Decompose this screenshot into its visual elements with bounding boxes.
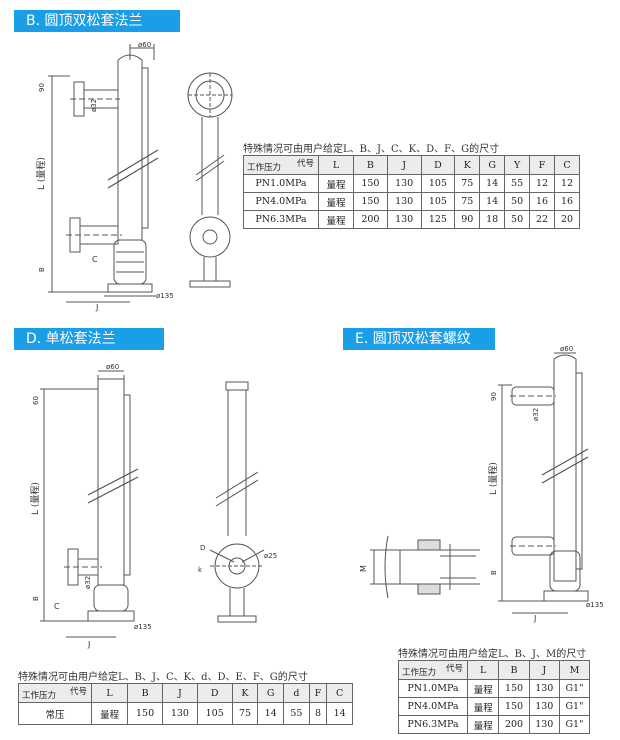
b-phi135: ø135 — [156, 292, 174, 300]
table-d-header-cell: B — [127, 683, 163, 703]
table-b-header-cell: L — [317, 155, 355, 175]
drawing-d-side: D k ø25 — [198, 381, 277, 623]
e-phi60: ø60 — [560, 345, 573, 353]
table-b-header-cell: D — [420, 155, 456, 175]
table-e-corner: 代号工作压力 — [398, 660, 468, 680]
table-e-header-cell: J — [528, 660, 560, 680]
table-d-header-cell: D — [196, 683, 233, 703]
table-d-header-cell: G — [257, 683, 285, 703]
table-b-header-cell: B — [353, 155, 388, 175]
table-b-header-cell: C — [553, 155, 581, 175]
b-phi60: ø60 — [138, 41, 151, 49]
section-b-header: B. 圆顶双松套法兰 — [14, 10, 180, 32]
d-dimC: C — [54, 602, 60, 611]
table-b-header-cell: Y — [504, 155, 531, 175]
d-dimL: L (量程) — [30, 482, 41, 515]
e-dimM: M — [359, 565, 368, 572]
d-dimD: D — [200, 544, 205, 552]
b-dimJ: J — [95, 303, 98, 312]
table-b-header-cell: G — [479, 155, 506, 175]
table-d-header-cell: J — [161, 683, 198, 703]
table-b-corner: 代号工作压力 — [243, 155, 319, 175]
table-d-header-cell: d — [283, 683, 310, 703]
table-d-header-cell: F — [308, 683, 328, 703]
table-e-note: 特殊情况可由用户给定L、B、J、M的尺寸 — [398, 649, 587, 660]
b-dim90: 90 — [38, 83, 46, 92]
b-dimB: B — [38, 267, 46, 272]
d-dimJ: J — [87, 640, 90, 649]
section-e-header: E. 圆顶双松套螺纹 — [343, 328, 495, 350]
e-dim90: 90 — [490, 392, 498, 401]
table-b-note: 特殊情况可由用户给定L、B、J、C、K、D、F、G的尺寸 — [243, 144, 500, 155]
table-d-corner: 代号工作压力 — [18, 683, 92, 703]
d-phi25: ø25 — [264, 552, 277, 560]
table-d-header-cell: K — [231, 683, 259, 703]
b-phi32: ø32 — [90, 99, 98, 112]
e-phi135: ø135 — [586, 601, 604, 609]
drawing-e: ø60 90 ø32 L (量程) B J ø135 — [488, 345, 604, 623]
table-b-header-cell: J — [386, 155, 422, 175]
table-b-header-cell: F — [529, 155, 555, 175]
e-dimJ: J — [533, 614, 536, 623]
e-dimB: B — [490, 570, 498, 575]
e-dimL: L (量程) — [488, 462, 499, 495]
drawing-b: ø60 ø32 90 L (量程) B C J ø135 — [36, 41, 174, 312]
b-dimC: C — [92, 255, 98, 264]
table-e-header-cell: L — [466, 660, 500, 680]
b-dimL: L (量程) — [36, 157, 47, 190]
e-phi32: ø32 — [532, 408, 540, 421]
d-dim60: 60 — [32, 396, 40, 405]
drawing-d: ø60 60 L (量程) B ø32 C J ø135 — [30, 363, 152, 649]
table-d-header-cell: C — [326, 683, 353, 703]
d-phi32: ø32 — [84, 576, 92, 589]
drawing-b-side — [187, 72, 233, 288]
table-d-header-cell: L — [90, 683, 129, 703]
table-e-header-cell: B — [498, 660, 530, 680]
table-d-note: 特殊情况可由用户给定L、B、J、C、K、d、D、E、F、G的尺寸 — [18, 672, 308, 683]
drawing-e-detail: M — [359, 535, 480, 599]
table-e-header-cell: M — [558, 660, 591, 680]
d-dimB: B — [32, 596, 40, 601]
d-phi60: ø60 — [106, 363, 119, 371]
d-dimk: k — [198, 566, 203, 574]
d-phi135: ø135 — [134, 623, 152, 631]
section-d-header: D. 单松套法兰 — [14, 328, 164, 350]
table-b-header-cell: K — [454, 155, 481, 175]
